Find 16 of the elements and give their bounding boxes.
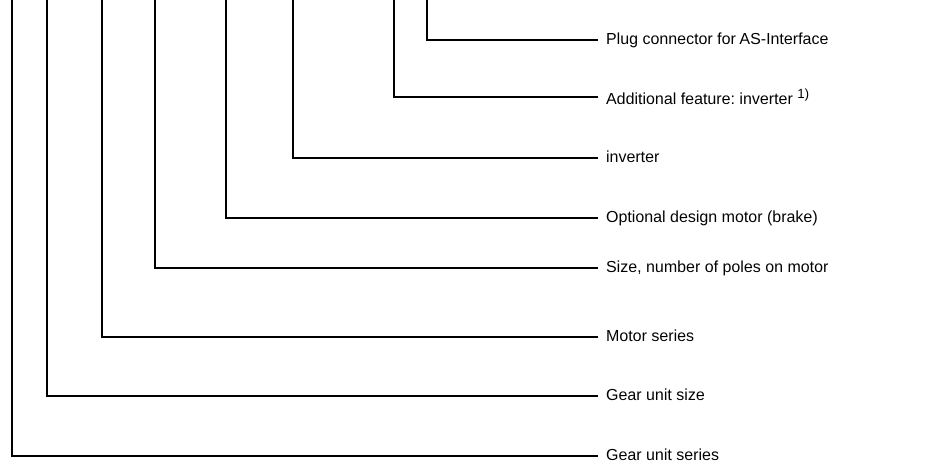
part-label: Size, number of poles on motor bbox=[598, 258, 828, 278]
leader-line bbox=[46, 0, 598, 397]
leader-line bbox=[101, 0, 598, 338]
part-label: Additional feature: inverter $^{1)}$ bbox=[598, 84, 810, 110]
leader-line bbox=[393, 0, 598, 98]
part-label: inverter bbox=[598, 148, 660, 168]
part-label: Plug connector for AS-Interface bbox=[598, 30, 828, 50]
part-label: Optional design motor (brake) bbox=[598, 208, 818, 228]
leader-line bbox=[11, 0, 598, 457]
part-label: Gear unit series bbox=[598, 446, 719, 464]
leader-line bbox=[426, 0, 598, 41]
leader-line bbox=[225, 0, 598, 219]
leader-line bbox=[154, 0, 598, 269]
leader-line bbox=[292, 0, 598, 159]
part-label: Motor series bbox=[598, 327, 694, 347]
part-label: Gear unit size bbox=[598, 386, 705, 406]
